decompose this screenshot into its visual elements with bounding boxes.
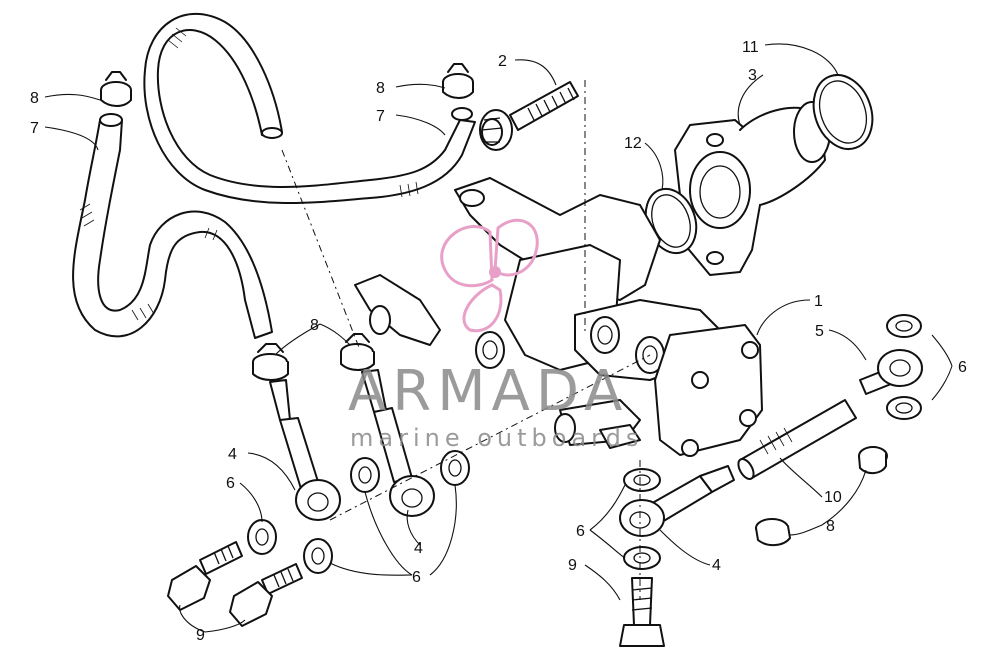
callout-1: 1 xyxy=(814,293,823,310)
assembly-axis-lines xyxy=(281,80,651,600)
callout-9: 9 xyxy=(196,627,205,644)
callout-6: 6 xyxy=(412,569,421,586)
callout-11: 11 xyxy=(742,39,759,56)
banjo-bolt-right xyxy=(619,577,665,647)
callout-7: 7 xyxy=(30,120,39,137)
short-fuel-hose xyxy=(737,399,857,480)
callout-4: 4 xyxy=(228,446,237,463)
mounting-bolt xyxy=(479,81,579,151)
hose-clamp-top-center xyxy=(442,63,474,99)
callout-6: 6 xyxy=(958,359,967,376)
brand-wordmark: ARMADA xyxy=(348,359,628,424)
callout-8: 8 xyxy=(826,518,835,535)
callout-6: 6 xyxy=(576,523,585,540)
banjo-fitting-left xyxy=(269,379,341,521)
armada-logo-icon xyxy=(440,218,539,333)
hose-clamp-top-left xyxy=(100,71,132,107)
callout-4: 4 xyxy=(414,540,423,557)
callout-8: 8 xyxy=(376,80,385,97)
banjo-fitting-center xyxy=(361,369,435,517)
brand-tagline: marine outboards xyxy=(350,424,643,452)
callout-3: 3 xyxy=(748,67,757,84)
callout-8: 8 xyxy=(310,317,319,334)
callout-6: 6 xyxy=(226,475,235,492)
callout-2: 2 xyxy=(498,53,507,70)
fuel-pump-body xyxy=(354,177,763,457)
hose-clamp-mid-center xyxy=(340,333,375,371)
callout-10: 10 xyxy=(824,489,842,506)
callout-4: 4 xyxy=(712,557,721,574)
callout-12: 12 xyxy=(624,135,642,152)
fuel-hose-left xyxy=(72,113,273,339)
sealing-washers xyxy=(247,314,922,574)
elbow-fitting xyxy=(859,349,923,395)
hose-clamp-bottom-right xyxy=(755,518,791,546)
o-ring-large xyxy=(812,74,874,150)
hose-clamp-right xyxy=(858,446,888,474)
callout-7: 7 xyxy=(376,108,385,125)
pump-cover-housing xyxy=(674,101,831,276)
banjo-bolt-center xyxy=(229,563,303,627)
banjo-fitting-right xyxy=(619,465,735,537)
callout-8: 8 xyxy=(30,90,39,107)
hose-clamp-mid-left xyxy=(252,343,289,381)
callout-9: 9 xyxy=(568,557,577,574)
callout-leader-lines xyxy=(44,43,953,633)
callout-5: 5 xyxy=(815,323,824,340)
fuel-hose-top xyxy=(143,12,476,204)
banjo-bolt-left xyxy=(167,541,243,611)
